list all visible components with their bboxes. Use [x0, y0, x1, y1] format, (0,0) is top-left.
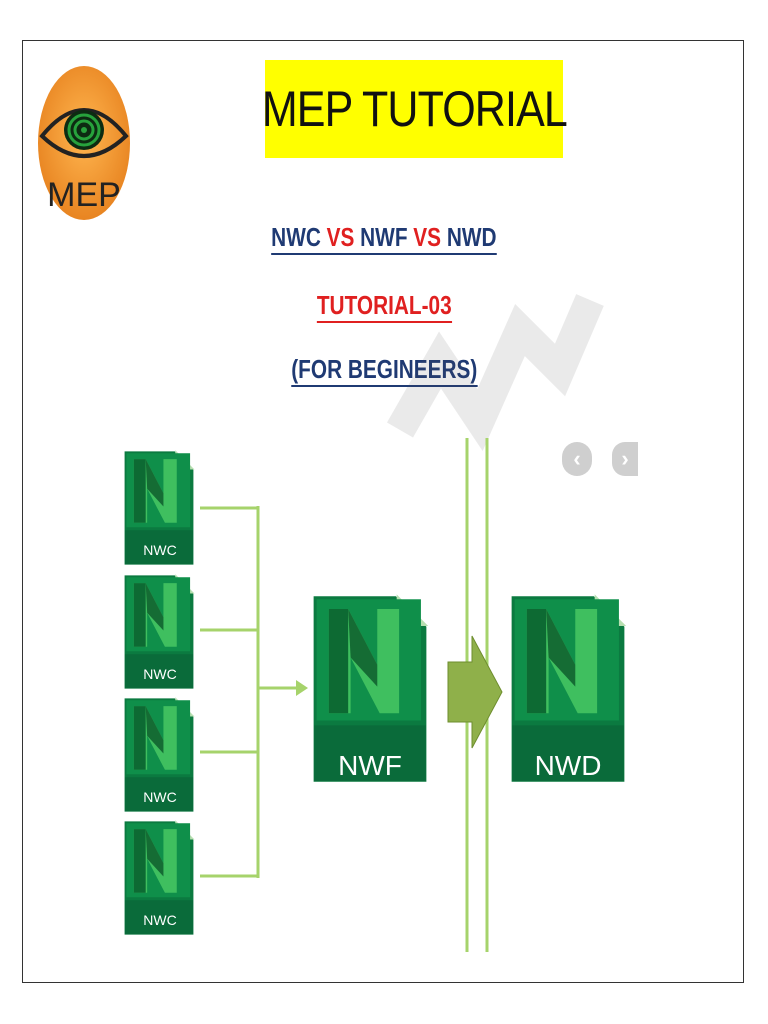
comparison-heading: NWC VS NWF VS NWD: [0, 222, 768, 255]
logo-text: MEP: [47, 176, 121, 214]
chevron-left-icon: ‹: [573, 446, 581, 471]
connector-arrowhead: [296, 680, 308, 696]
nwc-file-3: NWC: [122, 696, 196, 814]
heading-nwf: NWF: [354, 222, 414, 252]
svg-text:NWF: NWF: [338, 750, 402, 781]
heading-vs-1: VS: [326, 222, 355, 252]
tutorial-number: TUTORIAL-03: [0, 290, 768, 323]
nwc-file-2: NWC: [122, 573, 196, 691]
chevron-right-icon: ›: [621, 446, 629, 471]
audience-note: (FOR BEGINEERS): [0, 354, 768, 387]
title-banner: MEP TUTORIAL: [261, 60, 567, 158]
connector-lines: [200, 506, 298, 878]
next-slide-button[interactable]: ›: [612, 442, 638, 476]
svg-text:NWC: NWC: [143, 542, 176, 558]
svg-text:NWC: NWC: [143, 789, 176, 805]
svg-text:NWC: NWC: [143, 912, 176, 928]
svg-text:NWC: NWC: [143, 666, 176, 682]
nwc-file-1: NWC: [122, 449, 196, 567]
prev-slide-button[interactable]: ‹: [562, 442, 592, 476]
nwf-file: NWF: [309, 592, 431, 786]
convert-arrow: [447, 635, 503, 749]
heading-nwd: NWD: [441, 222, 497, 252]
mep-logo: MEP: [38, 66, 130, 220]
page-title: MEP TUTORIAL: [261, 81, 567, 137]
heading-vs-2: VS: [413, 222, 442, 252]
page-frame: [22, 40, 744, 983]
nwd-file: NWD: [507, 592, 629, 786]
watermark: [386, 294, 604, 451]
heading-nwc: NWC: [271, 222, 327, 252]
nwc-file-4: NWC: [122, 819, 196, 937]
svg-text:NWD: NWD: [535, 750, 602, 781]
